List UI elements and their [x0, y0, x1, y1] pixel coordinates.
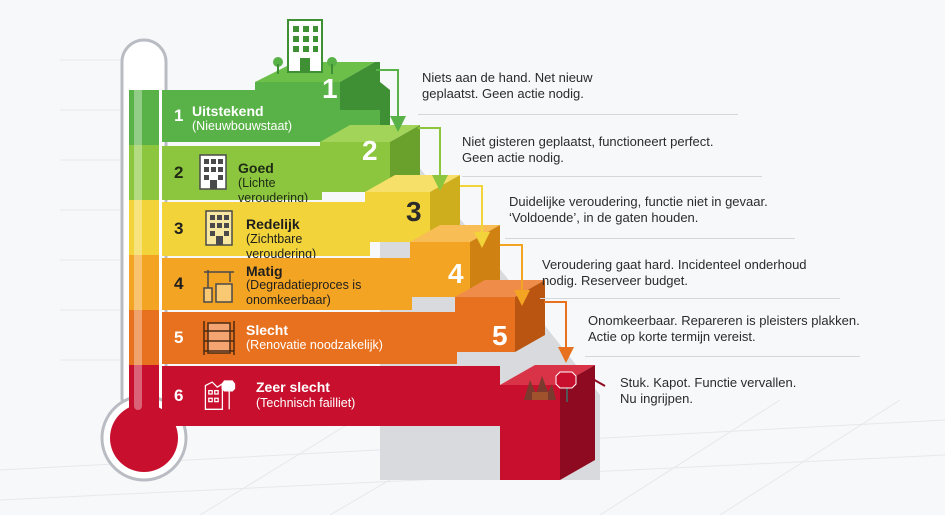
level-subtitle: (Lichte veroudering): [238, 176, 309, 205]
level-number: 2: [174, 163, 184, 182]
scaffolded-building-icon: [203, 321, 235, 355]
level-band-2: 2 Goed (Lichte veroudering): [162, 146, 322, 205]
level-number: 6: [174, 386, 184, 405]
thermometer: [100, 38, 188, 482]
divider-3: [505, 238, 795, 239]
description-level-3: Duidelijke veroudering, functie niet in …: [509, 194, 768, 225]
description-level-4: Veroudering gaat hard. Incidenteel onder…: [542, 257, 807, 288]
divider-4: [540, 298, 840, 299]
step-number-4: 4: [448, 258, 464, 289]
level-subtitle: (Degradatieproces is: [246, 278, 362, 292]
level-band-4: 4 Matig (Degradatieproces is onomkeerbaa…: [162, 258, 412, 310]
description-level-5: Onomkeerbaar. Repareren is pleisters pla…: [588, 313, 860, 344]
level-subtitle: (Zichtbare veroudering): [246, 232, 317, 261]
description-level-1: Niets aan de hand. Net nieuw geplaatst. …: [422, 70, 593, 101]
level-title: Uitstekend: [192, 103, 264, 119]
level-number: 1: [174, 106, 184, 125]
level-band-1: 1 Uitstekend (Nieuwbouwstaat): [162, 90, 292, 142]
arrow-4: [500, 244, 530, 306]
level-title: Matig: [246, 263, 283, 279]
level-band-6: 6 Zeer slecht (Technisch failliet): [162, 366, 500, 426]
divider-1: [418, 114, 738, 115]
step-number-1: 1: [322, 73, 338, 104]
step-number-2: 2: [362, 135, 378, 166]
divider-2: [462, 176, 762, 177]
level-number: 3: [174, 219, 184, 238]
level-title: Redelijk: [246, 216, 300, 232]
ruined-building-stop-icon: [204, 380, 236, 410]
arrow-1: [376, 69, 406, 132]
level-title: Slecht: [246, 322, 289, 338]
broken-debris-stop-sign-icon: [524, 371, 577, 402]
level-subtitle: (Renovatie noodzakelijk): [246, 338, 383, 352]
description-level-6: Stuk. Kapot. Functie vervallen. Nu ingri…: [620, 375, 797, 406]
level-number: 5: [174, 328, 184, 347]
office-building-icon: [273, 19, 337, 74]
step-number-5: 5: [492, 320, 508, 351]
arrow-6: [583, 373, 606, 387]
level-band-5: 5 Slecht (Renovatie noodzakelijk): [162, 312, 457, 364]
construction-crane-icon: [203, 270, 234, 303]
step-6: [500, 365, 595, 480]
level-subtitle: (Technisch failliet): [256, 396, 356, 410]
level-title: Zeer slecht: [256, 379, 330, 395]
level-band-3: 3 Redelijk (Zichtbare veroudering): [162, 202, 370, 261]
arrow-5: [544, 301, 574, 363]
level-number: 4: [174, 274, 184, 293]
level-title: Goed: [238, 160, 274, 176]
description-level-2: Niet gisteren geplaatst, functioneert pe…: [462, 134, 714, 165]
step-number-3: 3: [406, 196, 422, 227]
divider-5: [585, 356, 860, 357]
arrow-3: [460, 185, 490, 248]
level-subtitle: (Nieuwbouwstaat): [192, 119, 293, 133]
arrow-2: [418, 127, 448, 191]
building-icon: [199, 154, 227, 190]
building-icon: [205, 210, 233, 246]
level-subtitle-line-2: onomkeerbaar): [246, 293, 331, 307]
